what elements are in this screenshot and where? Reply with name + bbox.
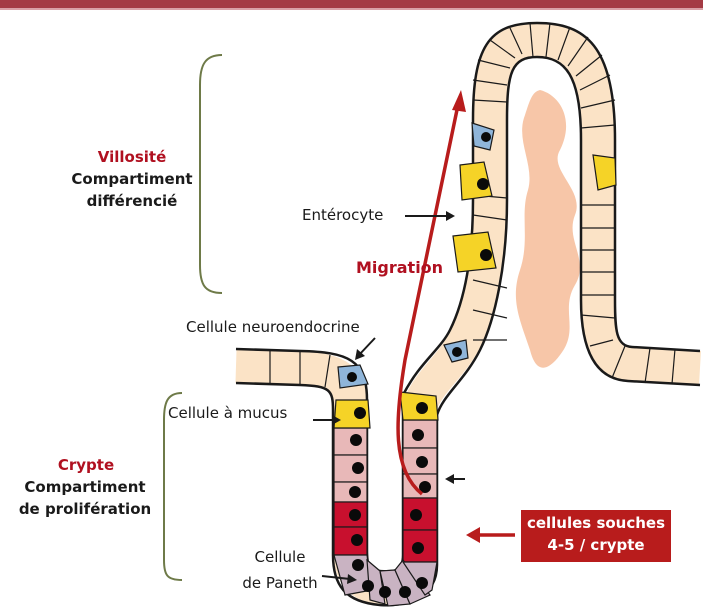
migration-label: Migration: [356, 258, 443, 277]
stem-box-line1: cellules souches: [521, 512, 671, 534]
villus-line2: différencié: [50, 192, 214, 210]
header-bar: [0, 0, 703, 8]
enterocyte-label: Entérocyte: [302, 206, 383, 224]
crypt-title: Crypte: [10, 456, 162, 474]
stem-box-line2: 4-5 / crypte: [521, 534, 671, 556]
header-bar-shadow: [0, 8, 703, 10]
stem-cell-box: cellules souches 4-5 / crypte: [521, 510, 671, 562]
neuroendocrine-label: Cellule neuroendocrine: [186, 318, 360, 336]
villus-line1: Compartiment: [50, 170, 214, 188]
villus-title: Villosité: [70, 148, 194, 166]
crypt-line1: Compartiment: [2, 478, 168, 496]
crypt-line2: de prolifération: [2, 500, 168, 518]
paneth-label-line1: Cellule: [240, 548, 320, 566]
paneth-label-line2: de Paneth: [234, 574, 326, 592]
mucus-cell-label: Cellule à mucus: [168, 404, 287, 422]
